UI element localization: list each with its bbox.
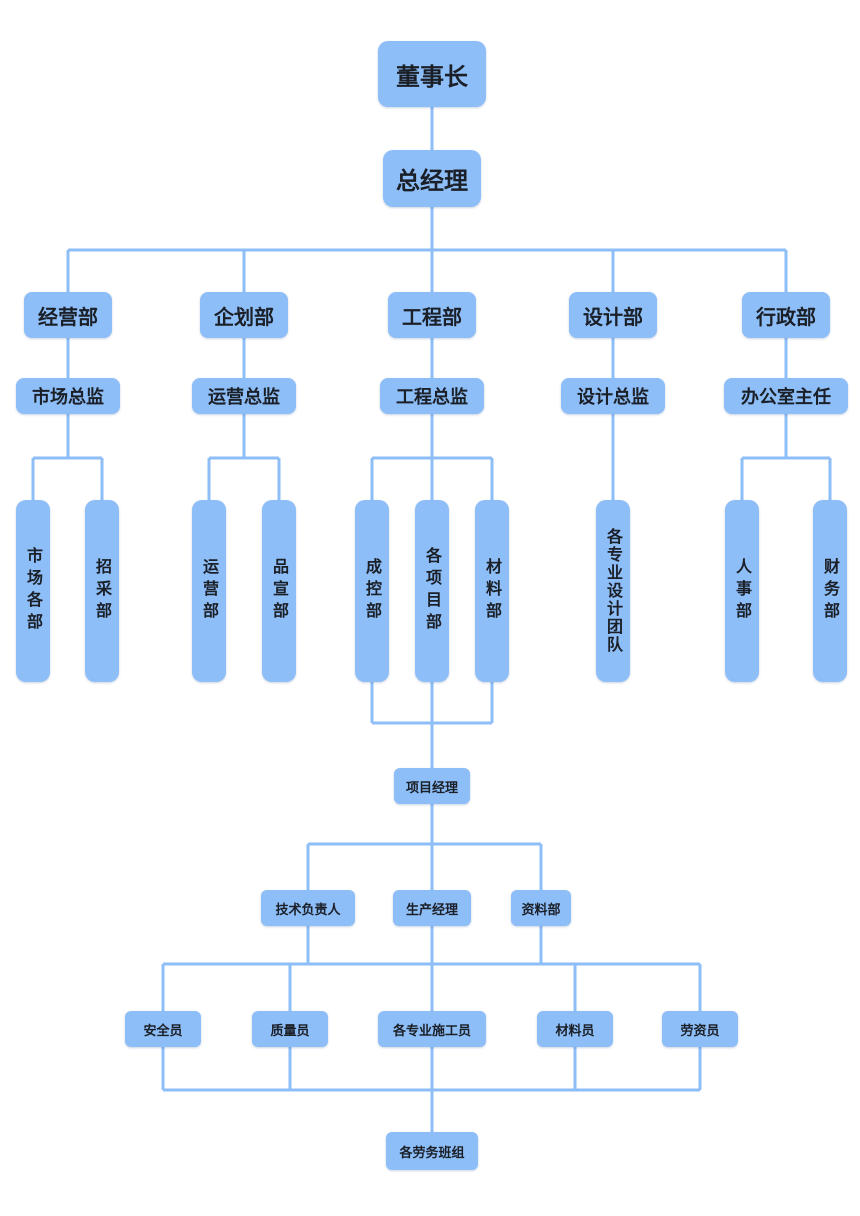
chairman-box: 董事长 <box>378 41 486 107</box>
unit-projects: 各项目部 <box>415 500 449 682</box>
labor-officer-box: 劳资员 <box>662 1011 738 1047</box>
head-admin-label: 办公室主任 <box>741 387 831 408</box>
quality-officer-box: 质量员 <box>252 1011 328 1047</box>
unit-procurement: 招采部 <box>85 500 119 682</box>
unit-cost-control-label: 成控部 <box>363 558 382 624</box>
chairman-label: 董事长 <box>396 62 468 91</box>
unit-finance-label: 财务部 <box>821 558 840 624</box>
head-business-label: 市场总监 <box>32 387 104 408</box>
quality-officer-label: 质量员 <box>270 1023 310 1039</box>
safety-officer-box: 安全员 <box>125 1011 201 1047</box>
head-business: 市场总监 <box>16 378 120 414</box>
dept-business: 经营部 <box>24 292 112 338</box>
head-design-label: 设计总监 <box>577 387 649 408</box>
dept-admin: 行政部 <box>742 292 830 338</box>
unit-procurement-label: 招采部 <box>93 558 112 624</box>
tech-lead-box: 技术负责人 <box>261 890 355 926</box>
construction-staff-box: 各专业施工员 <box>378 1011 486 1047</box>
head-engineering: 工程总监 <box>380 378 484 414</box>
unit-projects-label: 各项目部 <box>423 547 442 635</box>
unit-operations-label: 运营部 <box>200 558 219 624</box>
safety-officer-label: 安全员 <box>143 1023 183 1039</box>
documents-dept-label: 资料部 <box>521 902 561 918</box>
dept-engineering-label: 工程部 <box>402 304 462 329</box>
labor-officer-label: 劳资员 <box>680 1023 720 1039</box>
project-manager-box: 项目经理 <box>394 768 470 804</box>
labor-teams-label: 各劳务班组 <box>399 1145 465 1161</box>
unit-materials: 材料部 <box>475 500 509 682</box>
project-manager-label: 项目经理 <box>405 780 458 796</box>
dept-admin-label: 行政部 <box>756 304 816 329</box>
unit-design-teams: 各专业设计团队 <box>596 500 630 682</box>
production-manager-box: 生产经理 <box>393 890 471 926</box>
dept-planning-label: 企划部 <box>214 304 274 329</box>
head-planning-label: 运营总监 <box>208 387 280 408</box>
unit-design-teams-label: 各专业设计团队 <box>604 528 623 654</box>
unit-hr-label: 人事部 <box>733 558 752 624</box>
unit-branding: 品宣部 <box>262 500 296 682</box>
unit-finance: 财务部 <box>813 500 847 682</box>
unit-market-label: 市场各部 <box>24 547 43 635</box>
documents-dept-box: 资料部 <box>511 890 571 926</box>
unit-cost-control: 成控部 <box>355 500 389 682</box>
production-manager-label: 生产经理 <box>405 902 458 918</box>
head-planning: 运营总监 <box>192 378 296 414</box>
dept-planning: 企划部 <box>200 292 288 338</box>
materials-officer-box: 材料员 <box>537 1011 613 1047</box>
unit-operations: 运营部 <box>192 500 226 682</box>
head-engineering-label: 工程总监 <box>396 387 468 408</box>
tech-lead-label: 技术负责人 <box>275 902 341 918</box>
dept-design: 设计部 <box>569 292 657 338</box>
head-design: 设计总监 <box>561 378 665 414</box>
general-manager-label: 总经理 <box>396 167 468 195</box>
unit-hr: 人事部 <box>725 500 759 682</box>
dept-design-label: 设计部 <box>583 304 643 329</box>
materials-officer-label: 材料员 <box>555 1023 595 1039</box>
general-manager-box: 总经理 <box>383 150 481 207</box>
labor-teams-box: 各劳务班组 <box>386 1132 478 1170</box>
unit-branding-label: 品宣部 <box>270 558 289 624</box>
unit-materials-label: 材料部 <box>483 558 502 624</box>
head-admin: 办公室主任 <box>724 378 848 414</box>
construction-staff-label: 各专业施工员 <box>392 1023 471 1039</box>
dept-business-label: 经营部 <box>38 304 98 329</box>
unit-market: 市场各部 <box>16 500 50 682</box>
dept-engineering: 工程部 <box>388 292 476 338</box>
